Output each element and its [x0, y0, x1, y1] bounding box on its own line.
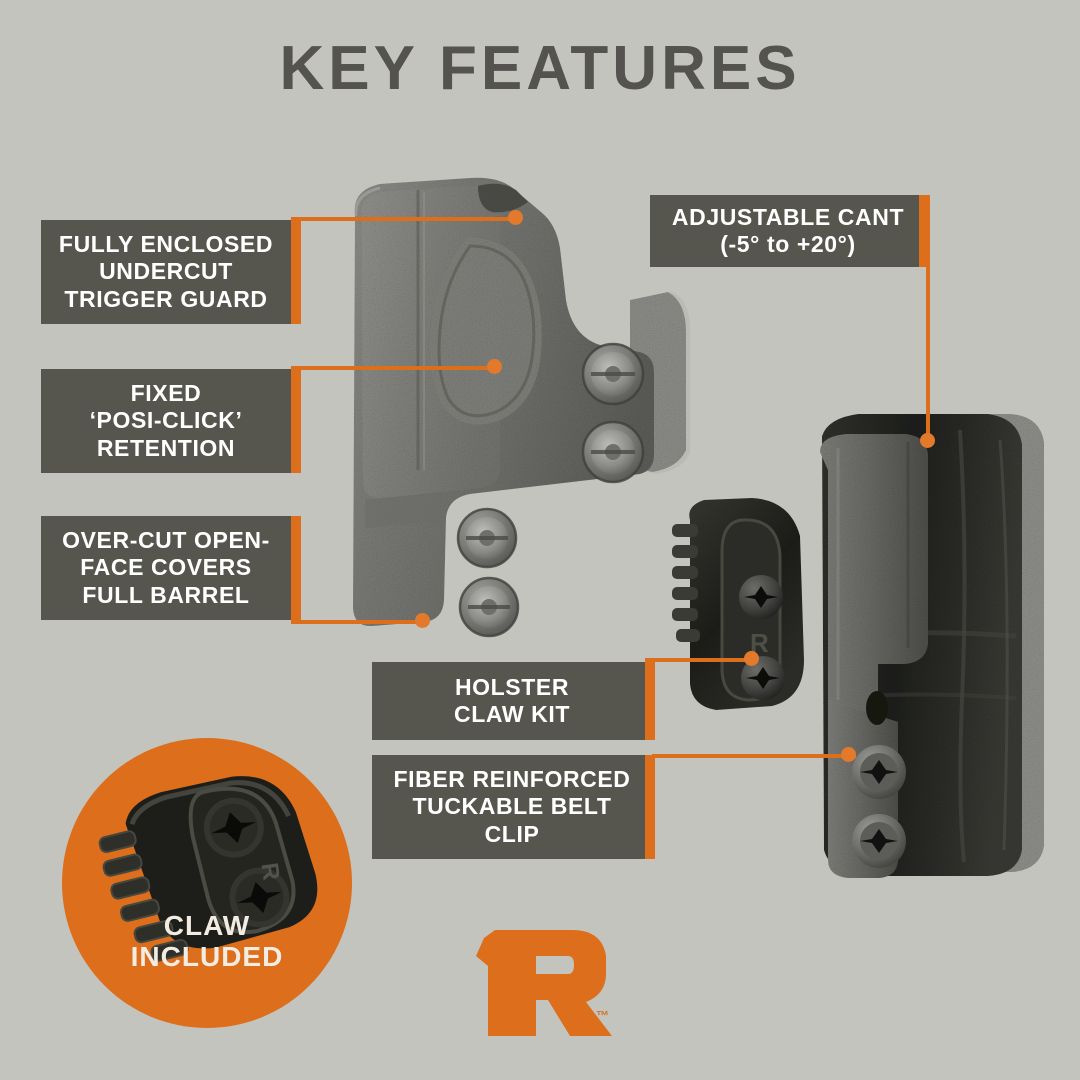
holster-assembly-photo: R — [672, 414, 1044, 878]
leader-dot-callout-6 — [841, 747, 856, 762]
callout-fully-enclosed-undercut-trigger-guard[interactable]: FULLY ENCLOSED UNDERCUT TRIGGER GUARD — [41, 220, 291, 324]
claw-accessory-illustration: R — [98, 776, 318, 962]
callout-over-cut-open-face-covers-full-barrel[interactable]: OVER-CUT OPEN- FACE COVERS FULL BARREL — [41, 516, 291, 620]
leader-dot-callout-4 — [920, 433, 935, 448]
callout-label-text: OVER-CUT OPEN- FACE COVERS FULL BARREL — [62, 527, 270, 608]
callout-adjustable-cant[interactable]: ADJUSTABLE CANT (-5° to +20°) — [650, 195, 926, 267]
leader-line-callout-5 — [652, 658, 757, 662]
callout-label-text: ADJUSTABLE CANT (-5° to +20°) — [671, 203, 905, 257]
callout-accent-bar — [291, 516, 301, 624]
callout-holster-claw-kit[interactable]: HOLSTER CLAW KIT — [372, 662, 652, 740]
leader-dot-callout-1 — [508, 210, 523, 225]
callout-accent-bar — [291, 220, 301, 324]
leader-dot-callout-5 — [744, 651, 759, 666]
callout-label-text: FIBER REINFORCED TUCKABLE BELT CLIP — [393, 766, 631, 847]
claw-screw-bottom — [229, 867, 290, 928]
belt-clip-screw — [852, 745, 906, 799]
claw-screw-top — [203, 797, 264, 858]
callout-accent-bar — [645, 658, 655, 740]
claw-screw — [739, 575, 783, 619]
claw-included-label: CLAW INCLUDED — [130, 910, 284, 973]
callout-label-text: HOLSTER CLAW KIT — [454, 673, 570, 727]
leader-line-callout-6 — [652, 754, 856, 758]
tuckable-belt-clip — [820, 434, 928, 878]
page-title: KEY FEATURES — [279, 34, 801, 103]
leader-line-callout-2 — [291, 366, 495, 370]
leader-dot-callout-2 — [487, 359, 502, 374]
brand-logo[interactable]: ™ — [462, 912, 622, 1037]
r-brand-logo-mark — [476, 930, 612, 1036]
main-holster-photo — [353, 177, 690, 638]
leader-line-callout-3 — [291, 620, 426, 624]
trademark-symbol: ™ — [596, 1008, 609, 1023]
attached-claw: R — [672, 498, 804, 710]
holster-rivet — [456, 507, 518, 569]
claw-included-badge[interactable]: R CLAW INCLUDED — [62, 738, 352, 1028]
holster-rivet — [581, 342, 645, 406]
claw-marking: R — [255, 861, 284, 882]
callout-accent-bar — [919, 195, 930, 267]
leader-dot-callout-3 — [415, 613, 430, 628]
callout-accent-bar — [291, 369, 301, 473]
callout-fiber-reinforced-tuckable-belt-clip[interactable]: FIBER REINFORCED TUCKABLE BELT CLIP — [372, 755, 652, 859]
leader-line-callout-1 — [291, 217, 516, 221]
belt-clip-screw — [852, 814, 906, 868]
claw-side-marking-R: R — [750, 628, 769, 658]
callout-accent-bar — [645, 755, 655, 859]
holster-rivet — [581, 420, 645, 484]
claw-screw — [741, 656, 785, 700]
holster-rivet — [458, 576, 520, 638]
callout-fixed-posi-click-retention[interactable]: FIXED ‘POSI-CLICK’ RETENTION — [41, 369, 291, 473]
callout-label-text: FULLY ENCLOSED UNDERCUT TRIGGER GUARD — [58, 231, 274, 312]
leader-line-callout-4 — [926, 262, 930, 444]
callout-label-text: FIXED ‘POSI-CLICK’ RETENTION — [89, 380, 243, 461]
